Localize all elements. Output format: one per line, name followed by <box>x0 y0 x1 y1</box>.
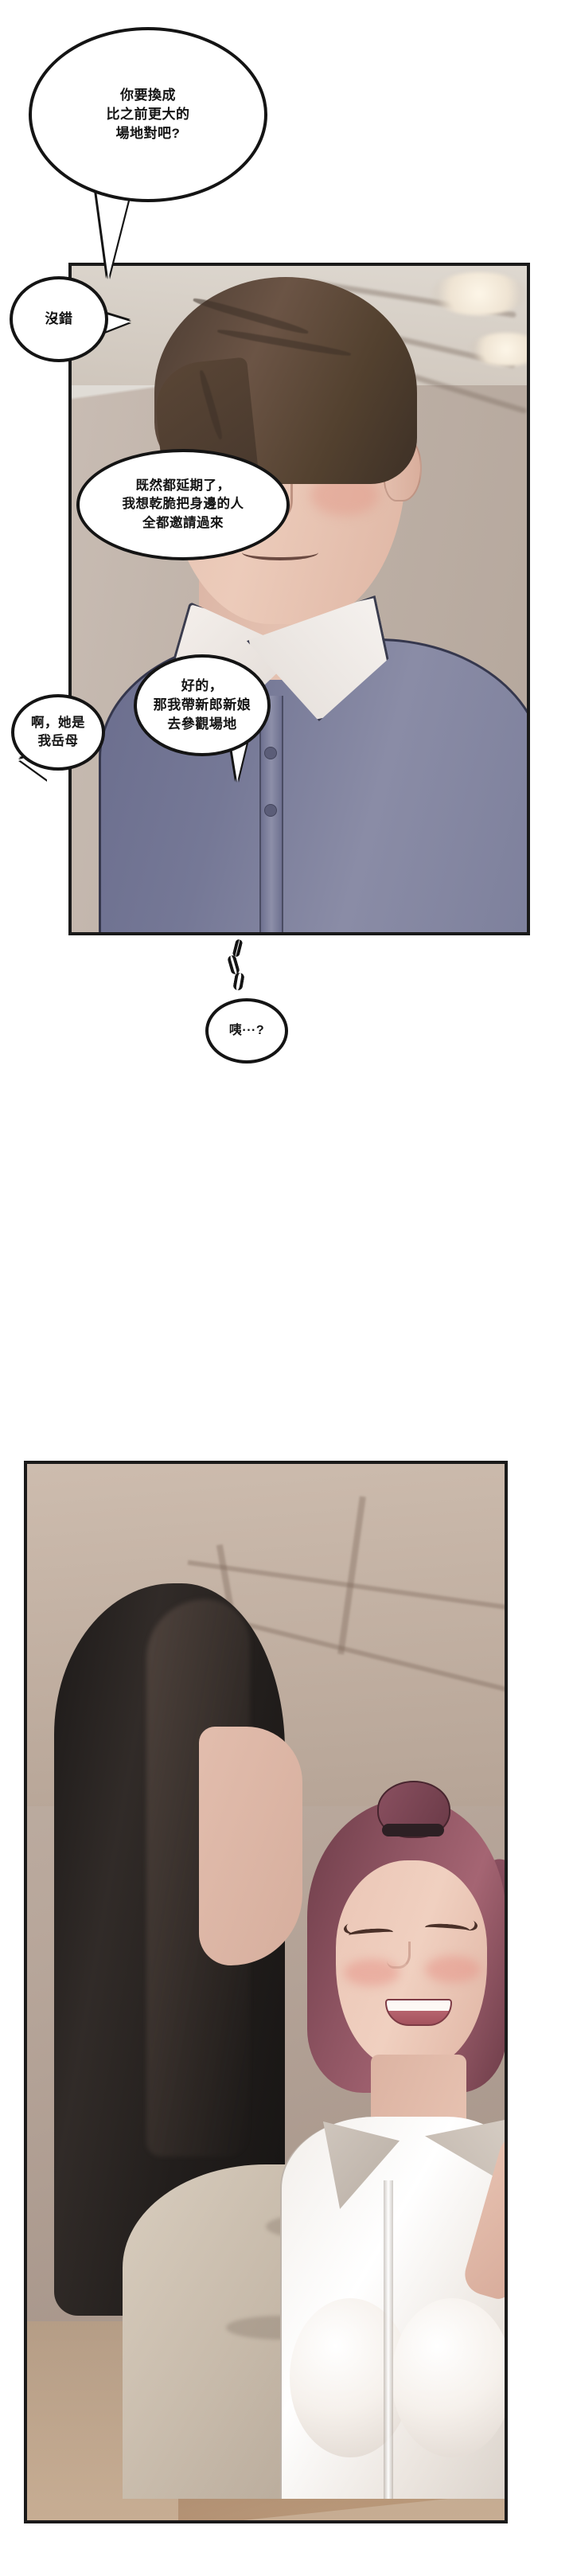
woman-left-face-edge <box>199 1727 302 1965</box>
woman-right-blouse-placket <box>384 2180 393 2499</box>
thought-tail-dot-1 <box>232 972 245 991</box>
speech-bubble-3: 既然都延期了， 我想乾脆把身邊的人 全都邀請過來 <box>76 449 290 560</box>
woman-right-mouth <box>385 1999 452 2026</box>
ceiling-lamp-1 <box>431 272 527 315</box>
speech-bubble-2: 沒錯 <box>10 276 108 362</box>
groom-shirt-button-2 <box>264 804 277 817</box>
groom-shirt-placket <box>259 696 283 932</box>
speech-bubble-3-text: 既然都延期了， 我想乾脆把身邊的人 全都邀請過來 <box>122 478 244 530</box>
speech-bubble-4: 好的， 那我帶新郎新娘 去參觀場地 <box>134 654 271 756</box>
thought-tail-dot-3 <box>232 939 244 958</box>
comic-panel-1 <box>68 263 530 935</box>
woman-right-cheek-right <box>425 1956 481 1983</box>
speech-bubble-6: 咦···? <box>205 998 288 1064</box>
speech-bubble-5-text: 啊，她是 我岳母 <box>31 715 85 748</box>
speech-bubble-1-text: 你要換成 比之前更大的 場地對吧? <box>106 87 190 142</box>
speech-bubble-1: 你要換成 比之前更大的 場地對吧? <box>29 27 267 202</box>
woman-right-hair-tie <box>382 1824 444 1836</box>
speech-bubble-4-text: 好的， 那我帶新郎新娘 去參觀場地 <box>153 677 251 732</box>
speech-bubble-2-text: 沒錯 <box>45 310 73 326</box>
woman-right-nose <box>387 1942 411 1969</box>
groom-shirt-button-1 <box>264 747 277 759</box>
comic-panel-2 <box>24 1461 508 2523</box>
woman-right-blouse-shade-right <box>392 2298 505 2457</box>
woman-right-teeth <box>387 2000 450 2011</box>
speech-bubble-6-text: 咦···? <box>228 1023 265 1037</box>
ceiling-lamp-2 <box>470 333 527 366</box>
groom-mouth <box>242 544 318 560</box>
speech-bubble-5: 啊，她是 我岳母 <box>11 694 105 771</box>
